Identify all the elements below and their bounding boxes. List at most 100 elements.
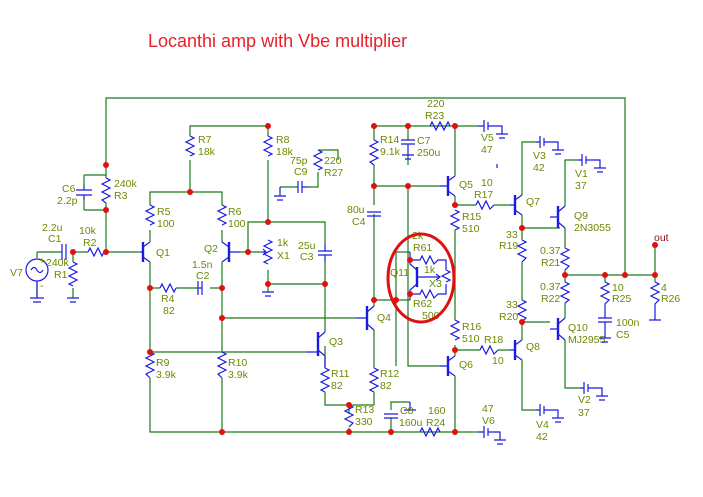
V2-dc-source[interactable]: V2 37: [578, 382, 608, 419]
R2-resistor[interactable]: 10k R2: [79, 225, 105, 258]
Q11-vbe-multiplier[interactable]: 2k R61 Q11 1k X3 R62 500: [390, 230, 452, 322]
C5-ref: C5: [616, 329, 630, 341]
C6-value: 2.2p: [57, 195, 78, 207]
Q3-transistor[interactable]: Q3: [306, 331, 343, 368]
R27-resistor[interactable]: 220 R27: [312, 149, 343, 179]
Q6-transistor[interactable]: Q6: [440, 355, 473, 377]
C1-capacitor[interactable]: 2.2u C1: [42, 222, 67, 260]
Q8-ref: Q8: [526, 341, 540, 353]
R23-resistor[interactable]: 220 R23: [425, 98, 451, 132]
R21-ref: R21: [541, 257, 560, 269]
R16-resistor[interactable]: R16 510: [449, 319, 481, 345]
V1-value: 37: [575, 180, 587, 192]
C3-value: 25u: [298, 240, 316, 252]
R18-resistor[interactable]: R18 10: [479, 334, 504, 367]
V1-ref: V1: [575, 168, 588, 180]
V7-plus: +: [39, 255, 45, 267]
Q2-transistor[interactable]: Q2: [204, 241, 240, 263]
C7-capacitor[interactable]: C7 250u: [401, 135, 441, 160]
V3-dc-source[interactable]: V3 42: [533, 136, 564, 174]
V4-dc-source[interactable]: V4 42: [536, 404, 564, 443]
C5-capacitor[interactable]: 100n C5: [598, 317, 640, 343]
Q8-transistor[interactable]: Q8: [510, 339, 540, 361]
R7-ref: R7: [198, 134, 212, 146]
C4-ref: C4: [352, 216, 366, 228]
R3-ref: R3: [114, 190, 128, 202]
R20-resistor[interactable]: 33 R20: [499, 299, 528, 323]
V3-ref: V3: [533, 150, 546, 162]
R1-ref: R1: [54, 269, 68, 281]
Q7-transistor[interactable]: Q7: [510, 194, 540, 216]
R18-ref: R18: [484, 334, 503, 346]
R10-resistor[interactable]: R10 3.9k: [216, 351, 249, 381]
Q3-ref: Q3: [329, 336, 343, 348]
C1-ref: C1: [48, 233, 62, 245]
V7-ac-source[interactable]: V7 + -: [10, 255, 49, 303]
R5-resistor[interactable]: R5 100: [144, 204, 175, 230]
R25-ref: R25: [612, 293, 631, 305]
C2-capacitor[interactable]: 1.5n C2: [192, 259, 213, 295]
R15-resistor[interactable]: R15 510: [449, 209, 481, 235]
components: V7 + - 2.2u C1 240k R1 10k R2 C6 2.2p: [10, 98, 680, 445]
C3-capacitor[interactable]: 25u C3: [298, 240, 332, 263]
R1-value: 240k: [46, 257, 70, 269]
R5-value: 100: [157, 218, 175, 230]
R12-resistor[interactable]: R12 82: [368, 367, 399, 393]
V4-ref: V4: [536, 419, 549, 431]
Q2-ref: Q2: [204, 243, 218, 255]
V7-ref: V7: [10, 267, 23, 279]
R4-resistor[interactable]: R4 82: [159, 282, 177, 317]
R4-ref: R4: [161, 293, 175, 305]
R13-resistor[interactable]: R13 330: [343, 404, 374, 428]
R26-resistor[interactable]: 4 R26: [649, 281, 680, 321]
R20-value: 33: [506, 299, 518, 311]
output-net-label: out: [654, 232, 669, 244]
R11-ref: R11: [331, 368, 350, 380]
R24-resistor[interactable]: 160 R24: [419, 405, 446, 438]
C5-value: 100n: [616, 317, 640, 329]
R1-resistor[interactable]: 240k R1: [46, 257, 79, 303]
R12-value: 82: [380, 380, 392, 392]
R22-resistor[interactable]: 0.37 R22: [540, 281, 571, 305]
X1-potentiometer[interactable]: 1k X1: [262, 237, 290, 297]
R7-resistor[interactable]: R7 18k: [184, 134, 216, 158]
R20-ref: R20: [499, 311, 518, 323]
R11-resistor[interactable]: R11 82: [319, 367, 350, 393]
V2-ref: V2: [578, 394, 591, 406]
R13-ref: R13: [355, 404, 374, 416]
C9-capacitor[interactable]: 75p C9: [274, 155, 308, 201]
R10-ref: R10: [228, 357, 247, 369]
C4-capacitor[interactable]: 80u C4: [347, 204, 381, 228]
R3-value: 240k: [114, 178, 138, 190]
Q5-transistor[interactable]: Q5: [440, 175, 473, 197]
X3-value: 1k: [424, 264, 436, 276]
R14-ref: R14: [380, 134, 399, 146]
R8-resistor[interactable]: R8 18k: [262, 134, 294, 158]
R25-resistor[interactable]: 10 R25: [599, 281, 631, 318]
R19-resistor[interactable]: 33 R19: [499, 229, 528, 263]
R7-value: 18k: [198, 146, 216, 158]
C8-ref: C8: [400, 405, 414, 417]
X1-ref: X1: [277, 250, 290, 262]
R14-resistor[interactable]: R14 9.1k: [368, 134, 401, 166]
V1-dc-source[interactable]: V1 37: [575, 154, 606, 192]
R6-resistor[interactable]: R6 100: [216, 204, 246, 230]
V5-dc-source[interactable]: V5 47: [478, 120, 508, 156]
R17-resistor[interactable]: 10 R17: [474, 177, 495, 211]
R3-resistor[interactable]: 240k R3: [100, 177, 138, 204]
V5-ref: V5: [481, 132, 494, 144]
C8-capacitor[interactable]: C8 160u: [384, 402, 423, 429]
Q1-transistor[interactable]: Q1: [140, 241, 170, 263]
C6-capacitor[interactable]: C6 2.2p: [57, 183, 92, 207]
Q10-transistor[interactable]: Q10 MJ2955: [550, 317, 606, 346]
X1-value: 1k: [277, 237, 289, 249]
R19-ref: R19: [499, 240, 518, 252]
C7-value: 250u: [417, 147, 441, 159]
Q4-transistor[interactable]: Q4: [356, 305, 391, 331]
R21-resistor[interactable]: 0.37 R21: [540, 245, 571, 271]
R9-resistor[interactable]: R9 3.9k: [144, 351, 177, 381]
V6-dc-source[interactable]: 47 V6: [478, 403, 506, 445]
R2-ref: R2: [83, 237, 97, 249]
R21-value: 0.37: [540, 245, 561, 257]
Q9-transistor[interactable]: Q9 2N3055: [550, 205, 611, 234]
